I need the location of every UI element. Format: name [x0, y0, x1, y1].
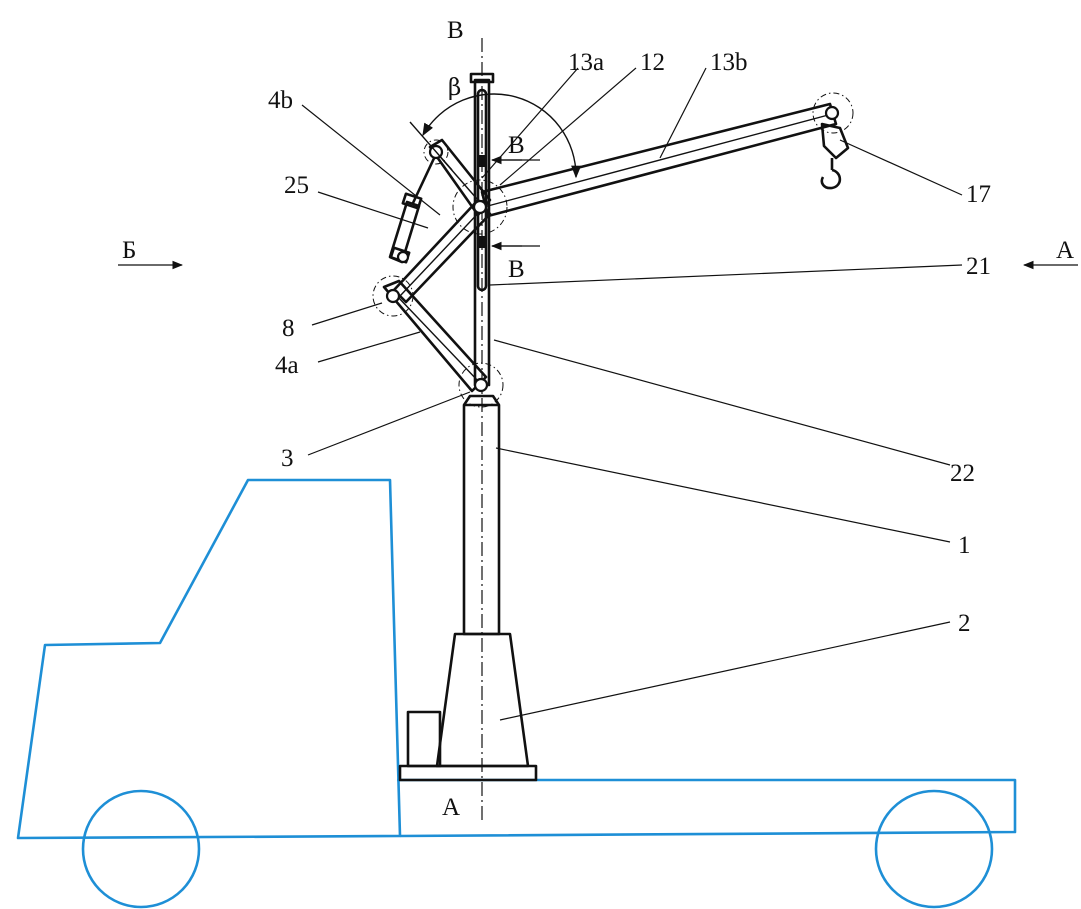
pin-joint-12 [472, 199, 488, 215]
base-plate [398, 764, 538, 782]
view-label-bottom: A [442, 794, 460, 821]
view-label-top: B [447, 17, 464, 44]
part-label-4b: 4b [268, 87, 293, 114]
truck-bed [397, 778, 1017, 838]
pin-joint-17 [824, 105, 840, 121]
leader-lines [301, 67, 963, 721]
part-label-3: 3 [281, 445, 294, 472]
part-label-13b: 13b [710, 49, 748, 76]
part-label-4a: 4a [275, 352, 299, 379]
pivot-circle-8 [372, 275, 414, 317]
pin-joint-8 [385, 288, 401, 304]
hydraulic-box [406, 710, 442, 768]
pin-joint-25 [396, 250, 410, 264]
section-label-upper: B [508, 132, 525, 159]
part-label-1: 1 [958, 532, 971, 559]
truck-outline [16, 478, 1017, 909]
view-label-right: A [1056, 237, 1074, 264]
pivot-circle-3 [458, 362, 504, 408]
part-label-25: 25 [284, 172, 309, 199]
section-label-lower: B [508, 256, 525, 283]
part-label-12: 12 [640, 49, 665, 76]
rear-wheel [874, 789, 994, 909]
hydraulic-cylinder-25 [388, 153, 438, 264]
part-label-21: 21 [966, 253, 991, 280]
front-wheel [81, 789, 201, 909]
pin-joint-3 [473, 377, 489, 393]
angle-beta [409, 93, 582, 179]
part-label-22: 22 [950, 460, 975, 487]
truck-cab [16, 478, 402, 840]
pivot-circle-12 [452, 179, 508, 235]
angle-label: β [448, 75, 461, 101]
part-label-8: 8 [282, 315, 295, 342]
part-label-13a: 13a [568, 49, 604, 76]
part-label-17: 17 [966, 181, 991, 208]
link-4b [392, 198, 492, 304]
crane-base [398, 632, 538, 782]
hook-block-17 [820, 122, 850, 190]
part-label-2: 2 [958, 610, 971, 637]
pivot-circle-17 [812, 92, 854, 134]
pedestal-2 [435, 632, 530, 768]
view-label-left: Б [122, 237, 136, 264]
